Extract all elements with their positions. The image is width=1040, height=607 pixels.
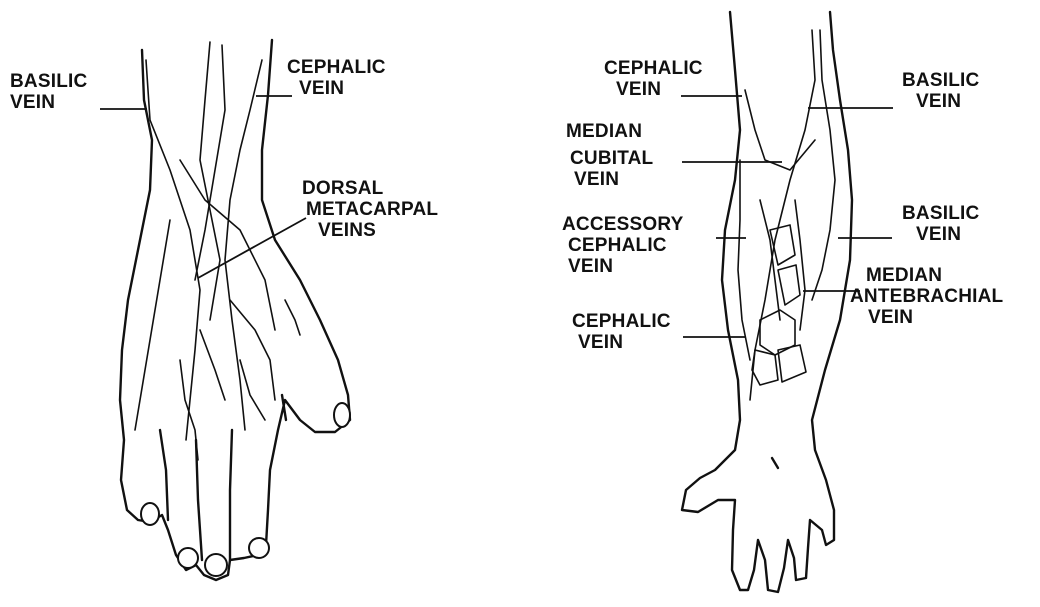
vein-lateral-1 xyxy=(135,220,170,430)
vein-cell-1 xyxy=(760,310,795,355)
nail-1 xyxy=(141,503,159,525)
label-dorsal-metacarpal-veins: DORSAL METACARPAL VEINS xyxy=(302,178,438,241)
label-line: VEIN xyxy=(287,78,386,99)
label-basilic-vein-lower: BASILIC VEIN xyxy=(902,203,979,245)
label-line: CEPHALIC xyxy=(562,235,683,256)
label-line: CEPHALIC xyxy=(604,58,703,79)
finger-line-1 xyxy=(160,430,168,520)
vein-thumb xyxy=(285,300,300,335)
dorsal-hand-drawing xyxy=(120,40,350,580)
label-median-antebrachial-vein: MEDIAN ANTEBRACHIAL VEIN xyxy=(866,265,1003,328)
cephalic-vein-forearm-path xyxy=(738,160,750,360)
finger-line-3 xyxy=(230,430,232,560)
label-accessory-cephalic-vein: ACCESSORY CEPHALIC VEIN xyxy=(562,214,683,277)
label-cephalic-vein-upper: CEPHALIC VEIN xyxy=(604,58,703,100)
label-line: METACARPAL xyxy=(302,199,438,220)
label-line: VEIN xyxy=(10,92,87,113)
vein-center-2 xyxy=(195,45,225,280)
vein-cell-2 xyxy=(752,350,778,385)
label-line: ACCESSORY xyxy=(562,214,683,235)
label-line: BASILIC xyxy=(902,203,979,224)
label-line: CEPHALIC xyxy=(572,311,671,332)
label-line: BASILIC xyxy=(902,70,979,91)
vein-cross-1 xyxy=(180,160,275,330)
nail-3 xyxy=(205,554,227,576)
leader-lines xyxy=(100,96,893,337)
forearm-drawing xyxy=(682,12,852,592)
basilic-vein-forearm-path xyxy=(812,30,835,300)
vein-cell-4 xyxy=(770,225,795,265)
nail-2 xyxy=(178,548,198,568)
label-cephalic-vein: CEPHALIC VEIN xyxy=(287,57,386,99)
vein-cell-5 xyxy=(778,265,800,305)
label-line: ANTEBRACHIAL xyxy=(850,286,1003,307)
finger-line-2 xyxy=(196,440,202,560)
label-line: MEDIAN xyxy=(866,265,1003,286)
nail-4 xyxy=(249,538,269,558)
label-basilic-vein-upper: BASILIC VEIN xyxy=(902,70,979,112)
label-line: VEIN xyxy=(902,91,979,112)
label-line: CUBITAL xyxy=(566,148,653,169)
label-line: VEIN xyxy=(902,224,979,245)
label-line: BASILIC xyxy=(10,71,87,92)
label-line: CEPHALIC xyxy=(287,57,386,78)
label-line: DORSAL xyxy=(302,178,438,199)
label-basilic-vein: BASILIC VEIN xyxy=(10,71,87,113)
basilic-vein-path xyxy=(146,60,200,440)
thumb-nail xyxy=(334,403,350,427)
label-line: VEIN xyxy=(604,79,703,100)
label-cephalic-vein-lower: CEPHALIC VEIN xyxy=(572,311,671,353)
label-line: VEIN xyxy=(566,169,653,190)
arm-outline xyxy=(682,12,852,592)
label-line: MEDIAN xyxy=(566,121,653,142)
label-line: VEIN xyxy=(562,256,683,277)
label-line: VEIN xyxy=(866,307,1003,328)
vein-center-1 xyxy=(200,42,220,320)
vein-branch-1 xyxy=(200,330,225,400)
label-median-cubital-vein: MEDIAN CUBITAL VEIN xyxy=(566,121,653,190)
label-line: VEIN xyxy=(572,332,671,353)
label-line: VEINS xyxy=(302,220,438,241)
wrist-mark xyxy=(772,458,778,468)
